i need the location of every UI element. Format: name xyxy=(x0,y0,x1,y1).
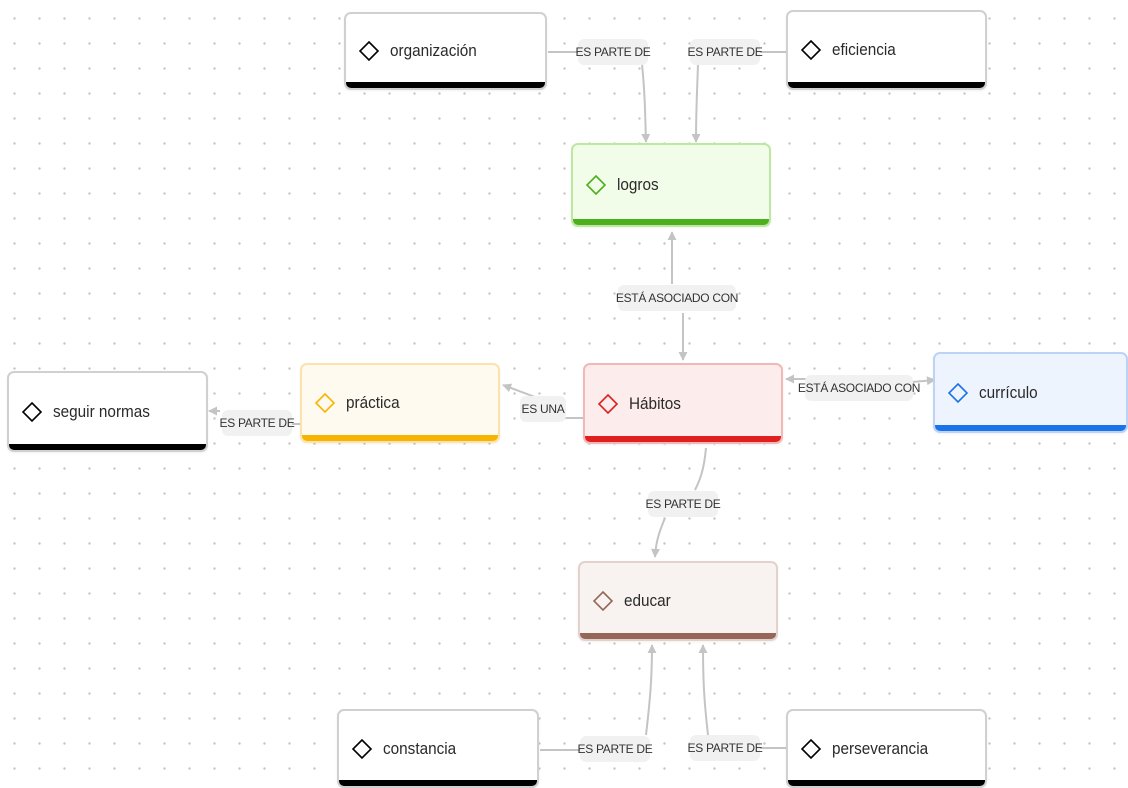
node-accent-bar xyxy=(573,219,769,225)
node-label: educar xyxy=(624,591,671,610)
connector-perseverancia-educar xyxy=(703,645,788,749)
diamond-icon xyxy=(800,738,822,759)
diamond-icon xyxy=(358,40,380,62)
node-label: logros xyxy=(617,175,659,194)
node-organizacion[interactable]: organización xyxy=(344,12,547,90)
link-label-constancia-educar[interactable]: ES PARTE DE xyxy=(578,736,653,762)
node-label: eficiencia xyxy=(832,40,896,59)
node-accent-bar xyxy=(580,633,776,639)
diamond-icon xyxy=(314,392,336,414)
link-label-habitos-curriculo[interactable]: ESTÁ ASOCIADO CON xyxy=(798,375,920,401)
link-label-eficiencia-logros[interactable]: ES PARTE DE xyxy=(688,39,763,65)
node-label: Hábitos xyxy=(629,393,681,413)
connector-constancia-educar xyxy=(540,645,652,751)
node-label: seguir normas xyxy=(53,401,150,421)
node-label: práctica xyxy=(346,393,400,412)
node-accent-bar xyxy=(935,425,1126,431)
diamond-icon xyxy=(351,738,373,759)
node-accent-bar xyxy=(339,780,537,786)
diamond-icon xyxy=(21,401,43,422)
connector-habitos-educar xyxy=(655,447,707,557)
node-constancia[interactable]: constancia xyxy=(337,709,539,788)
diamond-icon xyxy=(585,174,607,196)
link-label-perseverancia-educar[interactable]: ES PARTE DE xyxy=(688,735,763,761)
connector-habitos-practica xyxy=(503,385,583,419)
node-educar[interactable]: educar xyxy=(578,561,778,641)
link-label-habitos-educar[interactable]: ES PARTE DE xyxy=(646,491,721,517)
connector-eficiencia-logros xyxy=(696,51,788,142)
diamond-icon xyxy=(597,393,619,414)
node-seguir-normas[interactable]: seguir normas xyxy=(7,371,208,452)
node-accent-bar xyxy=(9,444,206,450)
node-accent-bar xyxy=(585,436,781,442)
node-label: currículo xyxy=(979,382,1038,402)
link-label-habitos-logros[interactable]: ESTÁ ASOCIADO CON xyxy=(616,285,738,311)
node-label: perseverancia xyxy=(832,738,929,758)
link-label-organizacion-logros[interactable]: ES PARTE DE xyxy=(576,39,651,65)
node-accent-bar xyxy=(788,780,985,786)
node-practica[interactable]: práctica xyxy=(300,363,500,443)
node-accent-bar xyxy=(346,82,545,88)
diamond-icon xyxy=(800,39,822,61)
node-habitos[interactable]: Hábitos xyxy=(583,363,783,444)
node-perseverancia[interactable]: perseverancia xyxy=(786,709,987,788)
link-label-habitos-practica[interactable]: ES UNA xyxy=(520,396,566,422)
node-curriculo[interactable]: currículo xyxy=(933,352,1128,433)
node-accent-bar xyxy=(788,82,985,88)
connector-organizacion-logros xyxy=(548,51,646,142)
node-accent-bar xyxy=(302,435,498,441)
diamond-icon xyxy=(947,382,969,403)
connector-habitos-curriculo-right xyxy=(911,376,936,386)
node-label: constancia xyxy=(383,738,457,758)
node-logros[interactable]: logros xyxy=(571,143,771,227)
link-label-practica-seguir-normas[interactable]: ES PARTE DE xyxy=(220,410,295,436)
diamond-icon xyxy=(592,590,614,612)
node-label: organización xyxy=(390,41,477,60)
node-eficiencia[interactable]: eficiencia xyxy=(786,10,987,90)
